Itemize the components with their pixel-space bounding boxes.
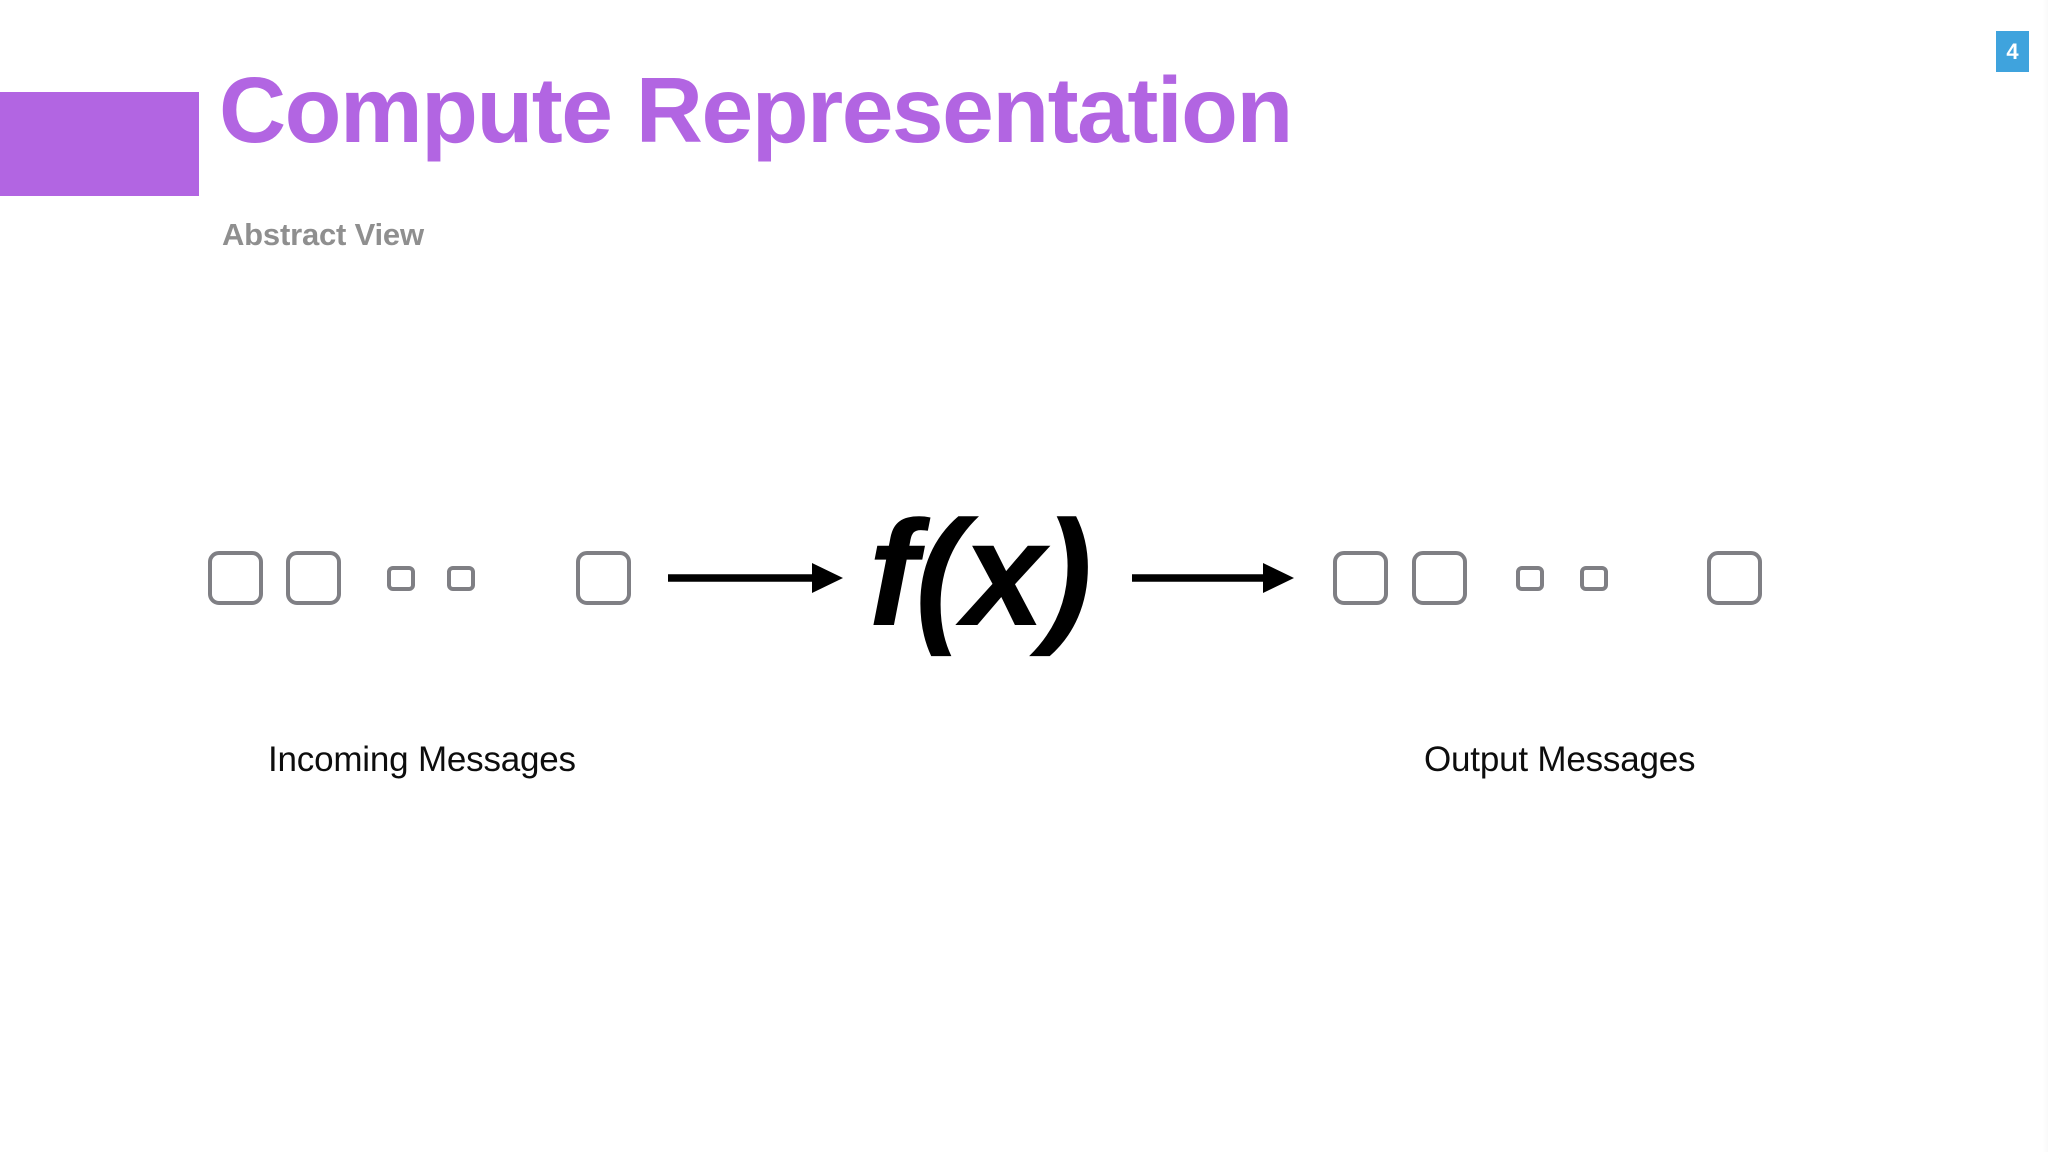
output-message-box-large-2 xyxy=(1412,551,1467,605)
page-edge-shadow xyxy=(2042,0,2048,1152)
incoming-message-box-large-1 xyxy=(208,551,263,605)
output-message-box-large-1 xyxy=(1333,551,1388,605)
output-message-box-small-4 xyxy=(1580,566,1608,591)
incoming-message-box-small-4 xyxy=(447,566,475,591)
arrow-input-to-function xyxy=(668,556,843,600)
output-message-box-small-3 xyxy=(1516,566,1544,591)
title-accent-block xyxy=(0,92,199,196)
page-subtitle: Abstract View xyxy=(222,217,424,252)
incoming-message-box-large-2 xyxy=(286,551,341,605)
function-label: f(x) xyxy=(868,489,1092,657)
incoming-message-box-large-5 xyxy=(576,551,631,605)
output-message-box-large-5 xyxy=(1707,551,1762,605)
output-messages-caption: Output Messages xyxy=(1424,740,1696,779)
slide-number-badge: 4 xyxy=(1996,31,2029,72)
page-title: Compute Representation xyxy=(219,58,1293,162)
incoming-message-box-small-3 xyxy=(387,566,415,591)
arrow-function-to-output xyxy=(1132,556,1294,600)
incoming-messages-caption: Incoming Messages xyxy=(268,740,576,779)
